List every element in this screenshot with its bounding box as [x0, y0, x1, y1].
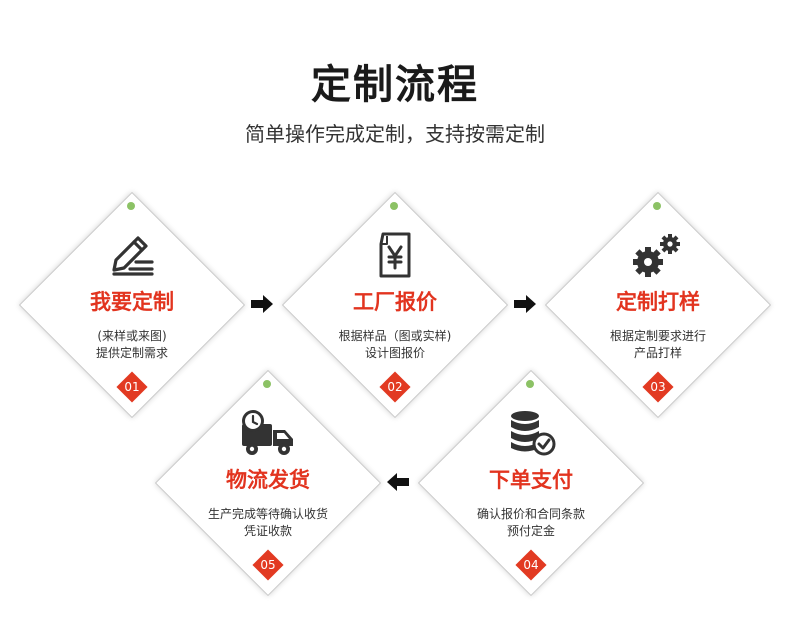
- pin-dot: [526, 380, 534, 388]
- arrow-left-icon: [387, 473, 409, 491]
- database-check-icon: [501, 408, 561, 458]
- pin-dot: [653, 202, 661, 210]
- gears-icon: [628, 230, 688, 280]
- step-desc: (来样或来图) 提供定制需求: [95, 329, 168, 360]
- step-number: 03: [650, 380, 666, 394]
- step-desc: 确认报价和合同条款 预付定金: [476, 507, 585, 538]
- step-card-factory-quote: 工厂报价 根据样品（图或实样) 设计图报价 02: [280, 190, 510, 420]
- step-number: 02: [387, 380, 403, 394]
- step-card-shipping: 物流发货 生产完成等待确认收货 凭证收款 05: [153, 368, 383, 598]
- arrow-right-icon: [251, 295, 273, 313]
- pin-dot: [263, 380, 271, 388]
- step-title: 物流发货: [226, 468, 310, 492]
- step-title: 下单支付: [489, 468, 573, 492]
- pin-dot: [127, 202, 135, 210]
- page-subtitle: 简单操作完成定制，支持按需定制: [245, 122, 545, 146]
- delivery-truck-icon: [238, 408, 298, 458]
- step-title: 定制打样: [616, 290, 700, 314]
- step-desc: 根据定制要求进行 产品打样: [609, 329, 706, 360]
- step-desc: 生产完成等待确认收货 凭证收款: [207, 507, 328, 538]
- step-title: 我要定制: [90, 290, 174, 314]
- step-title: 工厂报价: [353, 290, 437, 314]
- arrow-right-icon: [514, 295, 536, 313]
- yen-document-icon: [365, 230, 425, 280]
- pin-dot: [390, 202, 398, 210]
- pencil-edit-icon: [102, 230, 162, 280]
- page-title: 定制流程: [311, 62, 479, 108]
- step-number: 05: [260, 558, 276, 572]
- step-card-custom-request: 我要定制 (来样或来图) 提供定制需求 01: [17, 190, 247, 420]
- step-card-payment: 下单支付 确认报价和合同条款 预付定金 04: [416, 368, 646, 598]
- step-desc: 根据样品（图或实样) 设计图报价: [338, 329, 452, 360]
- step-card-sampling: 定制打样 根据定制要求进行 产品打样 03: [543, 190, 773, 420]
- step-number: 04: [523, 558, 539, 572]
- step-number: 01: [124, 380, 140, 394]
